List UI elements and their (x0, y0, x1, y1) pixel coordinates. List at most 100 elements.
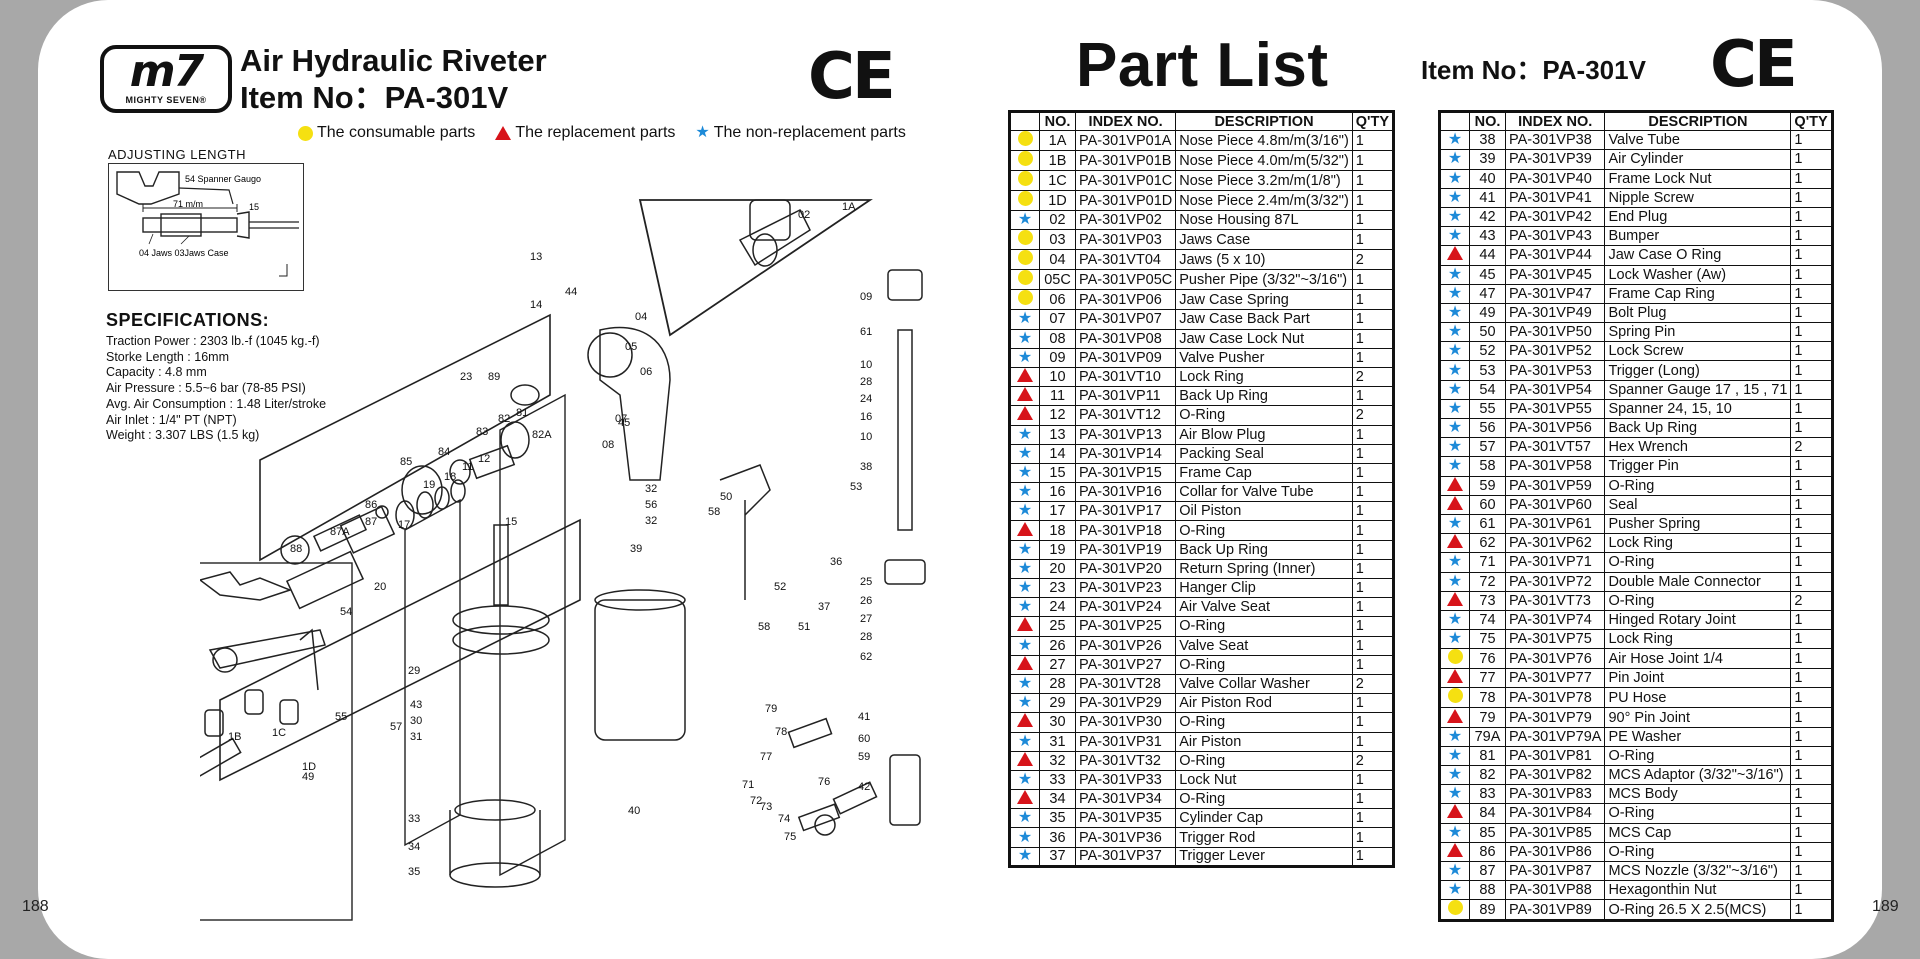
part-index: PA-301VP15 (1074, 462, 1177, 484)
part-no: 58 (1469, 456, 1506, 477)
diagram-callout: 45 (618, 417, 630, 429)
part-index: PA-301VP33 (1074, 769, 1177, 791)
diagram-callout: 42 (858, 781, 870, 793)
part-no: 37 (1039, 846, 1076, 867)
yellow-dot-icon (1017, 151, 1033, 167)
part-no: 11 (1039, 386, 1076, 407)
part-no: 76 (1469, 648, 1506, 670)
diagram-callout: 04 (635, 311, 647, 323)
red-triangle-icon (495, 126, 512, 140)
part-description: Jaw Case O Ring (1604, 245, 1792, 266)
diagram-callout: 55 (335, 711, 347, 723)
red-triangle-icon (1017, 406, 1033, 421)
col-index: INDEX NO. (1504, 110, 1606, 132)
blue-star-icon: ★ (1447, 419, 1463, 437)
part-no: 06 (1039, 289, 1076, 311)
part-index: PA-301VP05C (1074, 269, 1177, 291)
page-number-right: 189 (1872, 898, 1899, 915)
part-no: 35 (1039, 808, 1076, 829)
part-index: PA-301VP40 (1504, 168, 1606, 189)
part-index: PA-301VP87 (1504, 860, 1606, 882)
blue-star-icon: ★ (1017, 847, 1033, 865)
part-index: PA-301VP58 (1504, 456, 1606, 477)
blue-star-icon: ★ (1447, 630, 1463, 648)
part-mark-cell: ★ (1439, 437, 1470, 458)
part-description: Back Up Ring (1175, 386, 1353, 407)
part-qty: 1 (1351, 170, 1395, 192)
diagram-callout: 32 (645, 515, 657, 527)
yellow-dot-icon (1447, 688, 1463, 704)
part-mark-cell: ★ (1009, 577, 1040, 599)
blue-star-icon: ★ (1017, 828, 1033, 846)
part-description: Valve Seat (1175, 635, 1353, 656)
callout-spanner: 54 Spanner Gaugo (185, 174, 261, 184)
red-triangle-icon (1017, 713, 1033, 728)
frame-cap-drawing (587, 332, 633, 378)
diagram-callout: 20 (374, 581, 386, 593)
part-mark-cell (1009, 366, 1040, 388)
part-no: 04 (1039, 249, 1076, 271)
part-mark-cell (1009, 150, 1040, 172)
part-no: 32 (1039, 750, 1076, 771)
part-qty: 1 (1351, 520, 1395, 541)
part-description: O-Ring (1175, 789, 1353, 810)
col-no: NO. (1039, 110, 1076, 132)
part-mark-cell: ★ (1439, 168, 1470, 189)
part-mark-cell: ★ (1439, 341, 1470, 362)
part-description: Frame Cap Ring (1604, 283, 1792, 304)
part-qty: 1 (1790, 130, 1833, 151)
diagram-callout: 82 (498, 413, 510, 425)
logo-mark: m7 (129, 46, 204, 97)
page-number-left: 188 (22, 898, 49, 915)
product-title-block: Air Hydraulic Riveter Item No：PA-301V (240, 42, 547, 116)
diagram-callout: 57 (390, 721, 402, 733)
part-description: Hinged Rotary Joint (1604, 609, 1792, 631)
lower-panel-right (499, 393, 566, 877)
callout-15: 15 (249, 202, 259, 212)
legend-label: The consumable parts (317, 124, 476, 141)
part-description: 90° Pin Joint (1604, 707, 1792, 728)
part-qty: 1 (1790, 860, 1833, 882)
blue-star-icon: ★ (1447, 323, 1463, 341)
diagram-callout: 15 (505, 516, 517, 528)
diagram-callout: 53 (850, 481, 862, 493)
part-description: Return Spring (Inner) (1175, 558, 1353, 580)
part-mark-cell (1009, 616, 1040, 637)
diagram-callout: 1D (302, 761, 316, 773)
part-index: PA-301VP54 (1504, 379, 1606, 400)
yellow-dot-icon (1017, 171, 1033, 187)
blue-star-icon: ★ (1447, 438, 1463, 456)
diagram-callout: 89 (488, 371, 500, 383)
legend-non-replacement: ★ The non-replacement parts (695, 124, 905, 142)
diagram-callout: 27 (860, 613, 872, 625)
part-index: PA-301VP18 (1074, 520, 1177, 541)
part-description: O-Ring (1175, 750, 1353, 771)
diagram-callout: 19 (423, 479, 435, 491)
spec-weight: Weight : 3.307 LBS (1.5 kg) (106, 428, 260, 443)
diagram-callout: 78 (775, 726, 787, 738)
red-triangle-icon (1017, 617, 1033, 632)
spec-capacity: Capacity : 4.8 mm (106, 365, 207, 380)
part-index: PA-301VP03 (1074, 229, 1177, 251)
pin-joint-drawing (832, 781, 878, 815)
col-qty: Q'TY (1351, 110, 1395, 132)
diagram-callout: 24 (860, 393, 872, 405)
piston-seal-drawing (452, 625, 550, 655)
part-qty: 1 (1790, 533, 1833, 554)
red-triangle-icon (1447, 476, 1463, 491)
part-qty: 1 (1790, 456, 1833, 477)
part-description: O-Ring (1604, 475, 1792, 496)
part-qty: 1 (1351, 539, 1395, 560)
